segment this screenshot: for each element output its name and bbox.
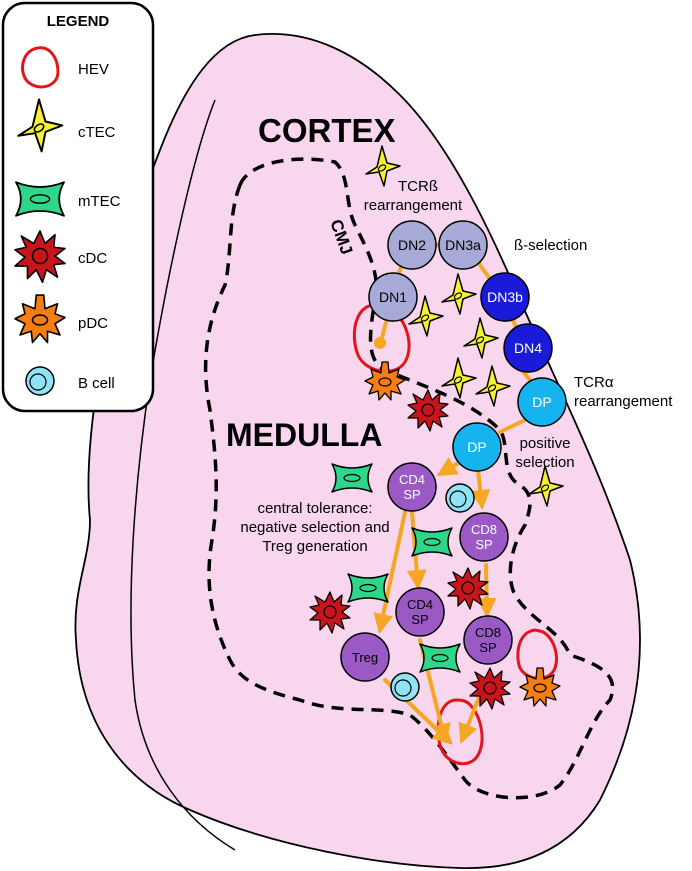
legend-label-bcell: B cell <box>78 375 115 392</box>
cell-treg-label: Treg <box>352 650 378 665</box>
central-tolerance-line1: central tolerance: <box>257 500 372 517</box>
cell-cd4sp-2-label-bottom: SP <box>411 612 428 627</box>
mtec-icon <box>331 463 373 493</box>
bcell-icon <box>25 366 55 396</box>
cell-treg: Treg <box>340 632 390 682</box>
cell-cd8sp-2-label-top: CD8 <box>475 625 501 640</box>
cell-dn1: DN1 <box>368 272 418 322</box>
tcrb-label-line1: TCRß <box>398 178 438 195</box>
tcrb-label-line2: rearrangement <box>364 197 463 214</box>
cell-cd8sp-2-label-bottom: SP <box>479 640 496 655</box>
positive-selection-line1: positive <box>520 435 571 452</box>
legend-title: LEGEND <box>47 13 110 30</box>
cell-dn3b-label: DN3b <box>487 289 523 305</box>
medulla-boundary <box>203 157 615 800</box>
cell-cd8sp-1: CD8 SP <box>459 512 509 562</box>
legend-label-cdc: cDC <box>78 250 107 267</box>
mtec-icon <box>411 527 453 557</box>
cell-cd4sp-2: CD4 SP <box>395 587 445 637</box>
legend: LEGEND HEV cTEC mTEC cDC pDC B cell <box>1 1 155 413</box>
medulla-label: MEDULLA <box>226 417 382 453</box>
cortex-label: CORTEX <box>258 112 396 149</box>
legend-label-mtec: mTEC <box>78 193 121 210</box>
beta-selection-label: ß-selection <box>514 237 587 254</box>
positive-selection-line2: selection <box>515 454 574 471</box>
hev-icon <box>21 46 60 89</box>
bcell-icon <box>390 672 420 702</box>
cell-cd4sp-1-label-bottom: SP <box>403 487 420 502</box>
mtec-icon <box>15 181 65 217</box>
cell-cd8sp-1-label-bottom: SP <box>475 537 492 552</box>
central-tolerance-line3: Treg generation <box>262 538 367 555</box>
legend-label-hev: HEV <box>78 61 109 78</box>
cell-cd4sp-1-label-top: CD4 <box>399 472 425 487</box>
lobe-fold <box>130 99 236 851</box>
cell-dp-medulla: DP <box>452 422 502 472</box>
cell-dn4: DN4 <box>503 323 553 373</box>
cell-cd8sp-1-label-top: CD8 <box>471 522 497 537</box>
cell-dp-cortex: DP <box>517 377 567 427</box>
cell-dn2-label: DN2 <box>398 237 426 253</box>
cell-dp-cortex-label: DP <box>532 394 551 410</box>
cell-dn3a: DN3a <box>438 220 488 270</box>
cell-dn3b: DN3b <box>480 272 530 322</box>
tcra-label-line1: TCRα <box>574 374 614 391</box>
entry-point <box>374 337 386 349</box>
cell-dn2: DN2 <box>387 220 437 270</box>
cell-dn3a-label: DN3a <box>445 237 481 253</box>
bcell-icon <box>445 483 475 513</box>
legend-label-pdc: pDC <box>78 315 108 332</box>
cell-dn1-label: DN1 <box>379 289 407 305</box>
mtec-icon <box>419 643 461 673</box>
central-tolerance-line2: negative selection and <box>240 519 389 536</box>
legend-label-ctec: cTEC <box>78 124 116 141</box>
cell-cd8sp-2: CD8 SP <box>463 615 513 665</box>
cell-cd4sp-1: CD4 SP <box>387 462 437 512</box>
mtec-icon <box>347 573 389 603</box>
cell-dp-medulla-label: DP <box>467 439 486 455</box>
tcra-label-line2: rearrangement <box>574 393 673 410</box>
cell-dn4-label: DN4 <box>514 340 542 356</box>
cell-cd4sp-2-label-top: CD4 <box>407 597 433 612</box>
